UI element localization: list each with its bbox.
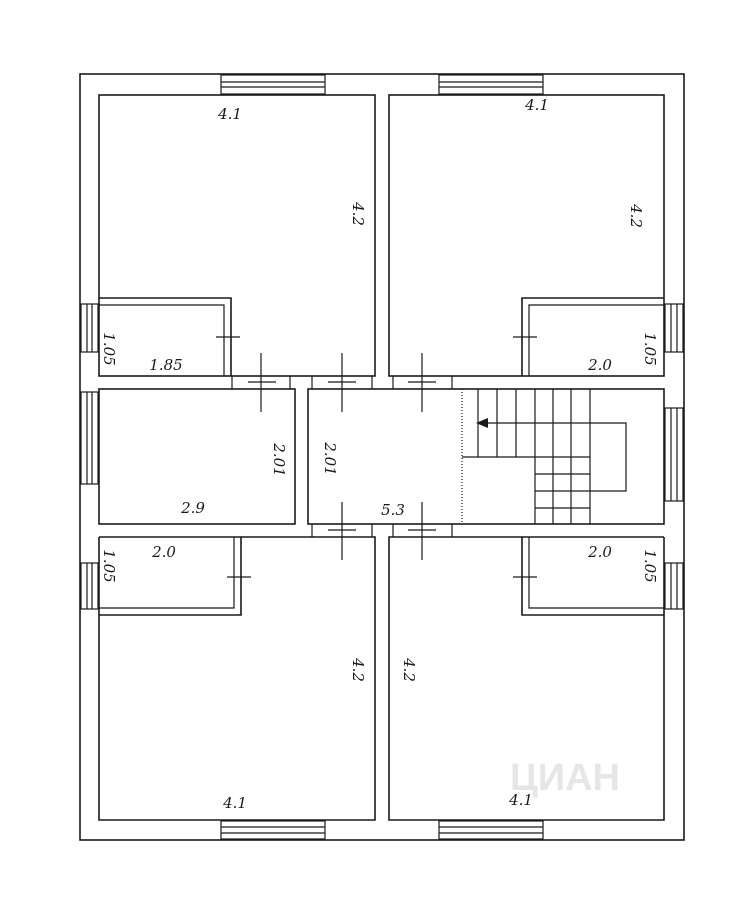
room-bottom-right	[388, 536, 665, 821]
dim-top-right-depth: 4.2	[627, 203, 645, 228]
dim-bottom-left-closet-width: 2.0	[151, 543, 176, 561]
dim-bottom-left-closet-depth: 1.05	[100, 549, 118, 582]
window-bottom-left	[220, 820, 326, 840]
dim-top-left-width: 4.1	[217, 105, 242, 123]
closet-top-left	[99, 297, 240, 376]
dim-bottom-right-closet-depth: 1.05	[641, 549, 659, 582]
window-top-left	[220, 74, 326, 95]
room-top-left	[98, 94, 376, 377]
windows	[80, 74, 684, 840]
dim-top-right-width: 4.1	[524, 96, 549, 114]
window-left-lower	[80, 562, 99, 610]
window-bottom-right	[438, 820, 544, 840]
room-bottom-left	[98, 536, 376, 821]
outer-wall	[79, 73, 685, 841]
dim-bottom-left-depth: 4.2	[349, 657, 367, 682]
dim-top-right-closet-width: 2.0	[587, 356, 612, 374]
window-right-upper	[664, 303, 684, 353]
window-right-middle	[664, 407, 684, 502]
dim-middle-left-width: 2.9	[180, 499, 205, 517]
dim-hall-width: 5.3	[381, 501, 405, 519]
door-ticks	[248, 353, 436, 560]
closet-top-right	[513, 297, 664, 376]
corridor-walls	[231, 376, 453, 537]
room-top-right	[388, 94, 665, 377]
stair-arrow-icon	[476, 418, 488, 428]
window-right-lower	[664, 562, 684, 610]
dim-bottom-right-closet-width: 2.0	[587, 543, 612, 561]
room-hall	[307, 388, 665, 525]
dim-bottom-left-width: 4.1	[222, 794, 247, 812]
dim-top-left-closet-width: 1.85	[149, 356, 182, 374]
closet-bottom-right	[513, 536, 664, 616]
closet-bottom-left	[99, 536, 251, 616]
window-left-middle	[80, 391, 99, 485]
window-top-right	[438, 74, 544, 95]
staircase	[462, 389, 627, 524]
dim-top-left-closet-depth: 1.05	[100, 332, 118, 365]
dim-top-right-closet-depth: 1.05	[641, 332, 659, 365]
dim-bottom-right-depth: 4.2	[400, 657, 418, 682]
watermark: ЦИАН	[510, 757, 620, 799]
window-left-upper	[80, 303, 99, 353]
dim-bottom-right-width: 4.1	[508, 791, 533, 809]
room-middle-left	[98, 388, 296, 525]
dim-hall-depth: 2.01	[321, 441, 339, 475]
dim-middle-left-depth: 2.01	[270, 442, 288, 476]
dim-top-left-depth: 4.2	[349, 201, 367, 226]
